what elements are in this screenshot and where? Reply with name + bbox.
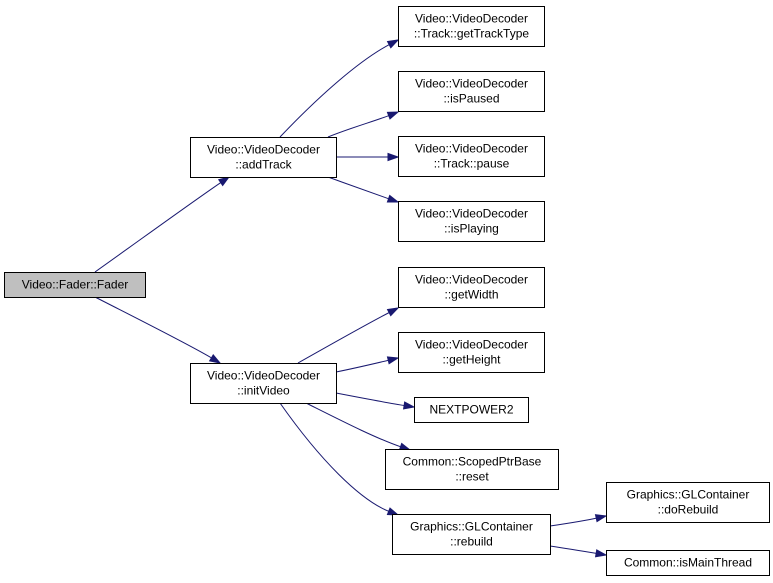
node-label-line: Video::VideoDecoder (415, 142, 528, 156)
edge-fader-to-addTrack (94, 176, 231, 273)
node-label-line: ::Track::getTrackType (414, 27, 529, 41)
node-box (398, 332, 545, 373)
node-label-line: Video::VideoDecoder (415, 12, 528, 26)
node-label-line: ::isPaused (443, 92, 499, 106)
edge-addTrack-to-getTrackType (279, 39, 400, 138)
node-box (398, 136, 545, 177)
edges-layer (94, 39, 608, 558)
arrowhead-icon (386, 356, 400, 365)
node-getWidth[interactable]: Video::VideoDecoder::getWidth (398, 267, 545, 308)
nodes-layer: Video::Fader::FaderVideo::VideoDecoder::… (4, 6, 770, 576)
arrowhead-icon (594, 549, 608, 558)
node-rebuild[interactable]: Graphics::GLContainer::rebuild (392, 514, 551, 555)
node-box (190, 363, 337, 404)
edge-line (549, 545, 598, 555)
node-box (606, 550, 770, 576)
node-box (190, 137, 337, 178)
arrowhead-icon (208, 353, 222, 364)
node-label-line: Video::Fader::Fader (22, 278, 129, 292)
node-label-line: ::getWidth (444, 288, 498, 302)
node-getTrackType[interactable]: Video::VideoDecoder::Track::getTrackType (398, 6, 545, 47)
node-label-line: ::addTrack (235, 158, 292, 172)
arrowhead-icon (386, 39, 400, 49)
node-fader[interactable]: Video::Fader::Fader (4, 272, 146, 298)
node-label-line: Video::VideoDecoder (207, 143, 320, 157)
node-box (385, 449, 559, 490)
arrowhead-icon (387, 152, 400, 162)
node-box (398, 6, 545, 47)
node-label-line: ::rebuild (450, 535, 493, 549)
edge-line (279, 43, 391, 138)
node-box (392, 514, 551, 555)
edge-line (94, 181, 222, 273)
node-addTrack[interactable]: Video::VideoDecoder::addTrack (190, 137, 337, 178)
node-box (398, 201, 545, 242)
node-doRebuild[interactable]: Graphics::GLContainer::doRebuild (606, 482, 770, 523)
edge-initVideo-to-nextpower2 (335, 392, 416, 410)
node-box (398, 71, 545, 112)
node-label-line: ::doRebuild (658, 503, 719, 517)
node-label-line: NEXTPOWER2 (429, 403, 513, 417)
node-label-line: Graphics::GLContainer (410, 520, 533, 534)
node-reset[interactable]: Common::ScopedPtrBase::reset (385, 449, 559, 490)
edge-fader-to-initVideo (94, 296, 222, 364)
edge-rebuild-to-doRebuild (549, 514, 608, 527)
node-label-line: Video::VideoDecoder (415, 77, 528, 91)
node-box (4, 272, 146, 298)
edge-addTrack-to-isPaused (327, 111, 400, 138)
node-label-line: ::reset (455, 470, 489, 484)
node-label-line: Video::VideoDecoder (415, 338, 528, 352)
edge-addTrack-to-pause (336, 152, 400, 162)
node-label-line: ::initVideo (237, 384, 290, 398)
node-label-line: ::getHeight (442, 353, 501, 367)
edge-initVideo-to-reset (305, 402, 412, 451)
node-pause[interactable]: Video::VideoDecoder::Track::pause (398, 136, 545, 177)
node-isPlaying[interactable]: Video::VideoDecoder::isPlaying (398, 201, 545, 242)
edge-line (335, 359, 390, 373)
edge-initVideo-to-getHeight (335, 356, 400, 373)
node-box (398, 267, 545, 308)
arrowhead-icon (217, 176, 231, 187)
arrowhead-icon (386, 194, 400, 203)
node-label-line: Graphics::GLContainer (627, 488, 750, 502)
node-isMainThread[interactable]: Common::isMainThread (606, 550, 770, 576)
node-label-line: Common::ScopedPtrBase (403, 455, 542, 469)
node-isPaused[interactable]: Video::VideoDecoder::isPaused (398, 71, 545, 112)
edge-line (279, 402, 390, 513)
edge-line (297, 311, 391, 364)
edge-line (549, 517, 598, 527)
node-label-line: Video::VideoDecoder (415, 273, 528, 287)
arrowhead-icon (386, 507, 400, 516)
node-label-line: ::isPlaying (444, 222, 499, 236)
edge-line (94, 296, 213, 359)
node-label-line: Video::VideoDecoder (415, 207, 528, 221)
arrowhead-icon (386, 111, 400, 120)
edge-line (327, 114, 390, 138)
edge-line (305, 402, 402, 448)
node-initVideo[interactable]: Video::VideoDecoder::initVideo (190, 363, 337, 404)
node-label-line: Common::isMainThread (624, 556, 752, 570)
arrowhead-icon (402, 401, 416, 410)
node-box (606, 482, 770, 523)
edge-line (327, 176, 390, 200)
edge-rebuild-to-isMainThread (549, 545, 608, 558)
node-getHeight[interactable]: Video::VideoDecoder::getHeight (398, 332, 545, 373)
arrowhead-icon (594, 514, 608, 523)
node-nextpower2[interactable]: NEXTPOWER2 (414, 397, 529, 423)
node-label-line: ::Track::pause (434, 157, 510, 171)
edge-addTrack-to-isPlaying (327, 176, 400, 203)
edge-initVideo-to-getWidth (297, 307, 400, 364)
edge-line (335, 392, 406, 407)
node-label-line: Video::VideoDecoder (207, 369, 320, 383)
arrowhead-icon (386, 307, 400, 317)
node-box (414, 397, 529, 423)
